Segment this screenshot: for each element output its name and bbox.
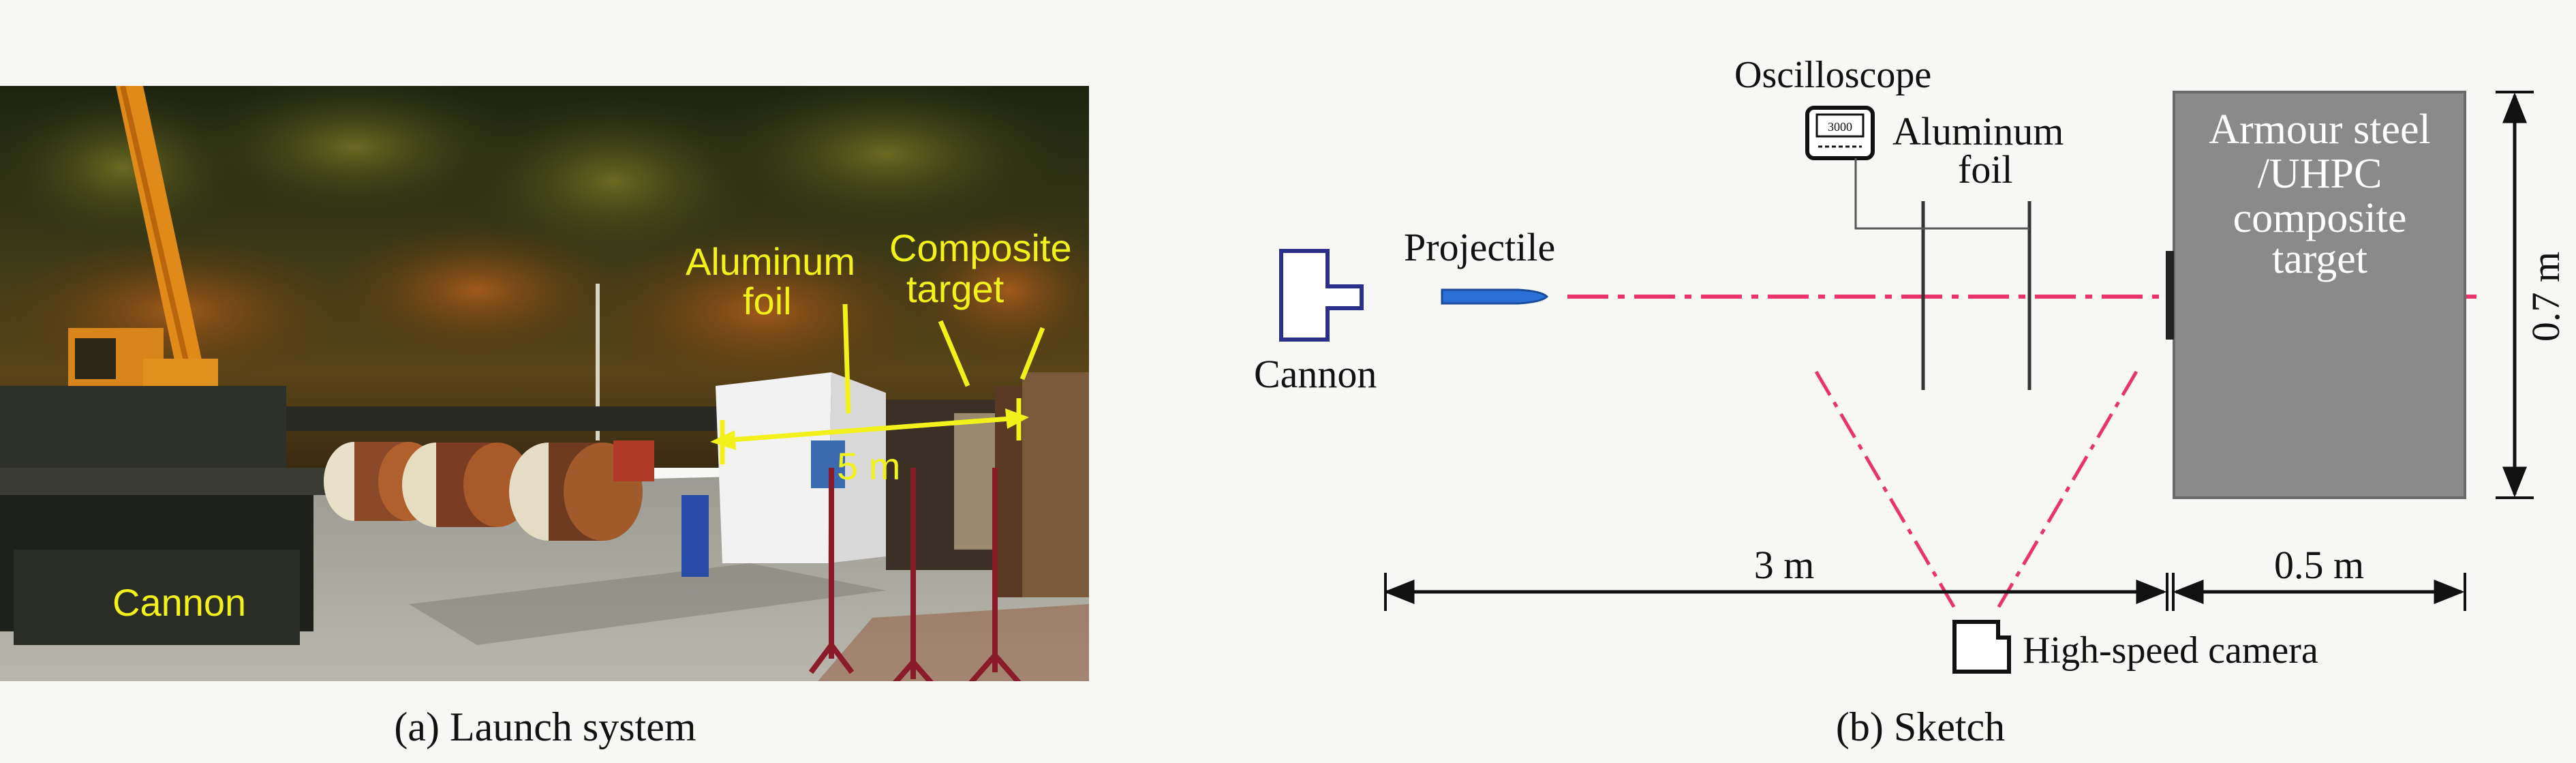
launch-system-photo: Aluminum foil Composite target 5 m Canno…	[0, 72, 1118, 691]
photo-label-target: target	[906, 267, 1005, 310]
photo-label-composite: Composite	[889, 226, 1072, 269]
target-label-4: target	[2272, 236, 2367, 282]
target-label-3: composite	[2233, 195, 2407, 241]
photo-label-foil: foil	[743, 280, 792, 323]
photo-label-cannon: Cannon	[112, 581, 247, 624]
height-label: 0.7 m	[2524, 252, 2568, 342]
dimension-3m-label: 3 m	[1754, 543, 1815, 587]
photo-scene	[0, 72, 1118, 691]
projectile-label: Projectile	[1404, 225, 1555, 269]
target-front-plate	[2166, 251, 2174, 340]
cannon-icon	[1279, 249, 1364, 342]
photo-label-distance: 5 m	[837, 445, 901, 488]
oscilloscope-icon: 3000	[1805, 106, 1875, 160]
target-label-2: /UHPC	[2258, 151, 2382, 197]
target-label-1: Armour steel	[2209, 106, 2430, 153]
caption-sketch: (b) Sketch	[1835, 704, 2006, 749]
camera-sightline-right	[1995, 370, 2138, 612]
composite-target	[2173, 91, 2466, 499]
oscilloscope-screen: 3000	[1828, 120, 1852, 134]
projectile-icon	[1441, 288, 1549, 305]
aluminum-foil-label-1: Aluminum	[1892, 109, 2064, 153]
oscilloscope-label: Oscilloscope	[1734, 54, 1931, 96]
cannon-label: Cannon	[1254, 352, 1377, 396]
camera-sightline-left	[1814, 370, 1958, 612]
photo-label-aluminum: Aluminum	[686, 240, 855, 283]
camera-icon	[1952, 620, 2011, 674]
aluminum-foil-label-2: foil	[1958, 147, 2013, 192]
camera-label: High-speed camera	[2023, 629, 2318, 672]
caption-launch-system: (a) Launch system	[394, 704, 696, 749]
dimension-0-5m-label: 0.5 m	[2274, 543, 2364, 587]
